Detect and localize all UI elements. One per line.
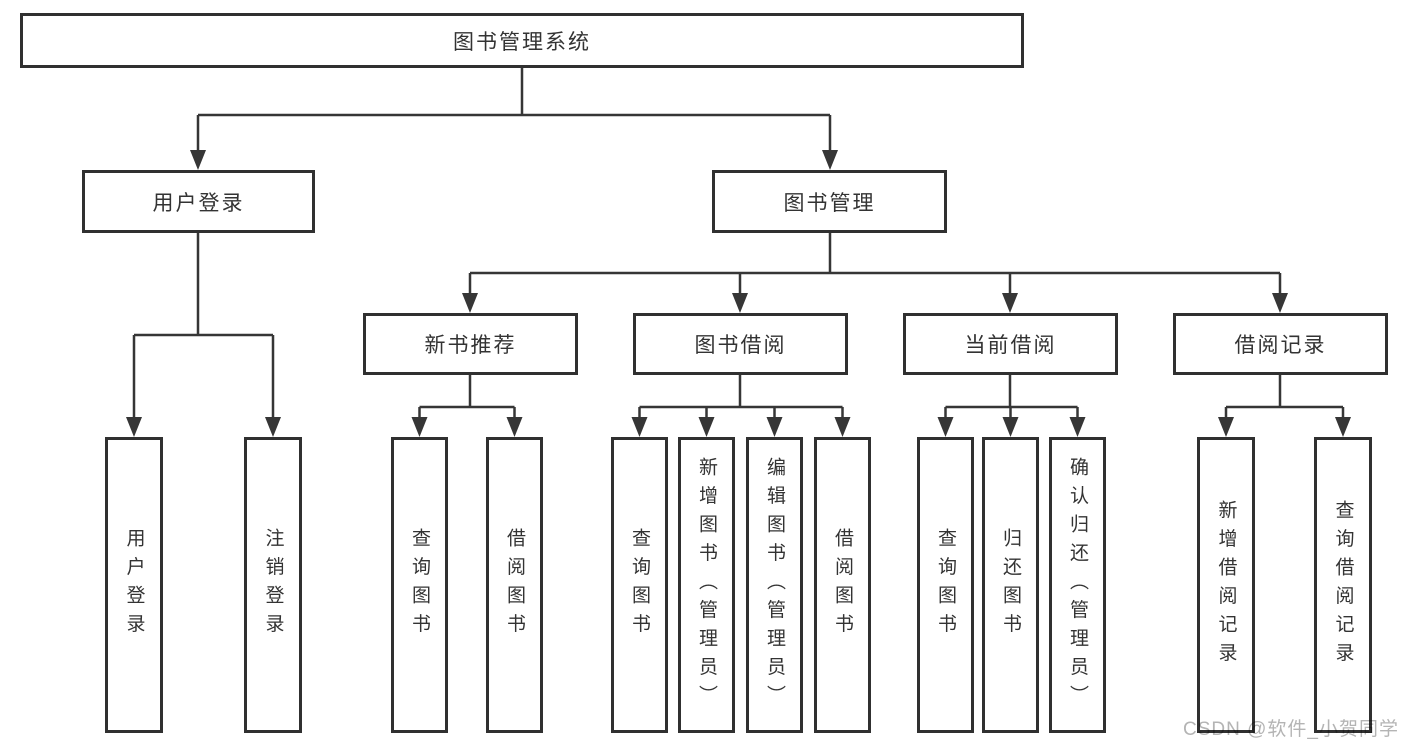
leaf-edit-books-admin: 编辑图书（管理员） (746, 437, 803, 733)
csdn-watermark: CSDN @软件_小贺同学 (1183, 719, 1399, 740)
leaf-return-books: 归还图书 (982, 437, 1039, 733)
leaf-borrow-books-1: 借阅图书 (486, 437, 543, 733)
node-label: 查询借阅记录 (1332, 499, 1354, 671)
node-current-borrowing: 当前借阅 (903, 313, 1118, 375)
node-label: 图书管理 (783, 191, 876, 215)
node-new-book-recommendation: 新书推荐 (363, 313, 578, 375)
leaf-logout: 注销登录 (244, 437, 302, 733)
node-label: 注销登录 (262, 528, 284, 642)
node-label: 用户登录 (123, 528, 145, 642)
leaf-user-login: 用户登录 (105, 437, 163, 733)
node-borrowing-records: 借阅记录 (1173, 313, 1388, 375)
tree-edges (132, 68, 1345, 419)
node-label: 图书借阅 (694, 334, 787, 357)
leaf-add-borrow-record: 新增借阅记录 (1197, 437, 1255, 733)
node-label: 查询图书 (935, 528, 956, 642)
node-user-login-group: 用户登录 (82, 170, 315, 233)
leaf-confirm-return-admin: 确认归还（管理员） (1049, 437, 1106, 733)
leaf-query-books-2: 查询图书 (611, 437, 668, 733)
leaf-query-books-1: 查询图书 (391, 437, 448, 733)
leaf-borrow-books-2: 借阅图书 (814, 437, 871, 733)
node-label: 借阅图书 (832, 528, 853, 642)
node-label: 归还图书 (1000, 528, 1021, 642)
node-label: 查询图书 (409, 528, 430, 642)
node-library-management-system: 图书管理系统 (20, 13, 1024, 68)
leaf-query-books-3: 查询图书 (917, 437, 974, 733)
node-label: 确认归还（管理员） (1067, 456, 1088, 714)
node-label: 查询图书 (629, 528, 650, 642)
node-label: 借阅图书 (504, 528, 525, 642)
node-label: 图书管理系统 (453, 30, 591, 54)
node-book-borrowing: 图书借阅 (633, 313, 848, 375)
node-label: 当前借阅 (964, 334, 1057, 357)
node-label: 新增图书（管理员） (696, 456, 717, 714)
leaf-add-books-admin: 新增图书（管理员） (678, 437, 735, 733)
node-label: 新书推荐 (424, 334, 517, 357)
node-label: 编辑图书（管理员） (764, 456, 785, 714)
node-book-management-group: 图书管理 (712, 170, 947, 233)
node-label: 借阅记录 (1234, 334, 1327, 357)
leaf-query-borrow-record: 查询借阅记录 (1314, 437, 1372, 733)
node-label: 用户登录 (152, 191, 245, 215)
node-label: 新增借阅记录 (1215, 499, 1237, 671)
